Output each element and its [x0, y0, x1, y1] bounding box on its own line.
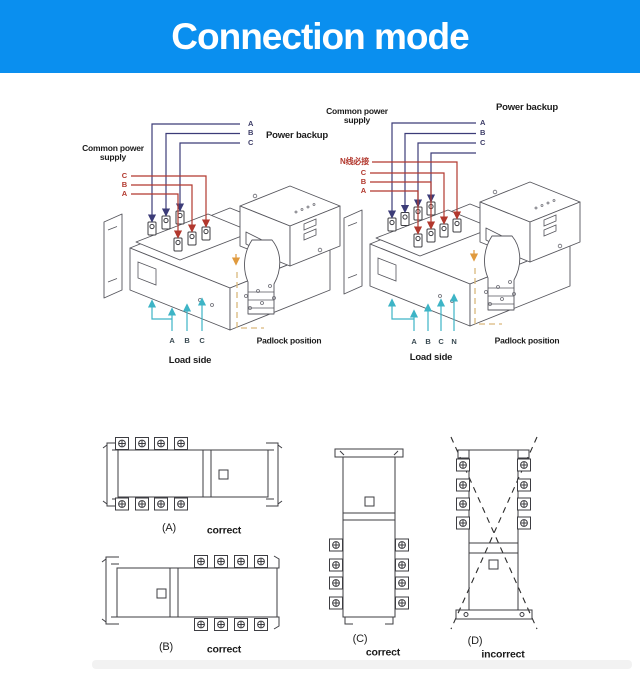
backup-phase-b-4pole: B — [480, 128, 486, 138]
load-phase-b-4pole: B — [425, 337, 431, 347]
supply-phase-a-3pole: A — [121, 189, 127, 199]
header-banner: Connection mode — [0, 0, 640, 73]
load-wires-3pole — [147, 297, 207, 331]
load-wires-4pole — [387, 293, 459, 331]
orientation-a-drawing — [102, 437, 283, 511]
orientation-c-verdict: correct — [365, 646, 401, 659]
orientation-b-drawing — [101, 555, 280, 631]
load-side-label-3pole: Load side — [168, 355, 212, 367]
load-phase-a-3pole: A — [169, 336, 175, 346]
supply-phase-b-3pole: B — [121, 180, 127, 190]
orientation-b-label: (B) — [158, 641, 174, 654]
padlock-leader-4pole — [474, 268, 502, 325]
backup-phase-a-3pole: A — [248, 119, 254, 129]
load-phase-b-3pole: B — [184, 336, 190, 346]
backup-phase-c-4pole: C — [480, 138, 486, 148]
load-phase-c-4pole: C — [438, 337, 444, 347]
common-supply-label-3pole: Common power supply — [82, 143, 144, 162]
power-backup-label-3pole: Power backup — [265, 130, 329, 142]
supply-phase-a-4pole: A — [360, 186, 366, 196]
supply-wires-3pole — [131, 175, 211, 239]
orientation-d-label: (D) — [467, 635, 483, 648]
backup-phase-c-3pole: C — [248, 138, 254, 148]
load-phase-c-3pole: C — [199, 336, 205, 346]
power-backup-label-4pole: Power backup — [495, 102, 559, 114]
supply-phase-b-4pole: B — [360, 177, 366, 187]
orientation-d-drawing — [450, 436, 538, 630]
page-title: Connection mode — [171, 15, 469, 57]
load-phase-a-4pole: A — [411, 337, 417, 347]
common-supply-label-4pole: Common power supply — [326, 106, 388, 125]
backup-phase-b-3pole: B — [248, 128, 254, 138]
padlock-leader-3pole — [236, 272, 264, 329]
supply-wires-4pole — [370, 161, 462, 235]
supply-phase-c-4pole: C — [360, 168, 366, 178]
neutral-note-label: N线必接 — [340, 156, 369, 166]
ats-3pole-drawing — [103, 123, 341, 331]
orientation-c-drawing — [329, 448, 409, 625]
supply-phase-c-3pole: C — [121, 171, 127, 181]
orientation-a-label: (A) — [161, 522, 177, 535]
backup-phase-a-4pole: A — [480, 118, 486, 128]
ats-4pole-drawing — [343, 122, 581, 331]
orientation-b-verdict: correct — [206, 643, 242, 656]
orientation-d-verdict: incorrect — [481, 648, 525, 661]
load-side-label-4pole: Load side — [409, 352, 453, 364]
padlock-label-4pole: Padlock position — [494, 335, 560, 346]
page-bottom-divider — [92, 660, 632, 669]
orientation-a-verdict: correct — [206, 524, 242, 537]
load-phase-n-4pole: N — [451, 337, 457, 347]
orientation-c-label: (C) — [352, 633, 368, 646]
backup-wires-3pole — [147, 123, 240, 223]
padlock-label-3pole: Padlock position — [256, 335, 322, 346]
